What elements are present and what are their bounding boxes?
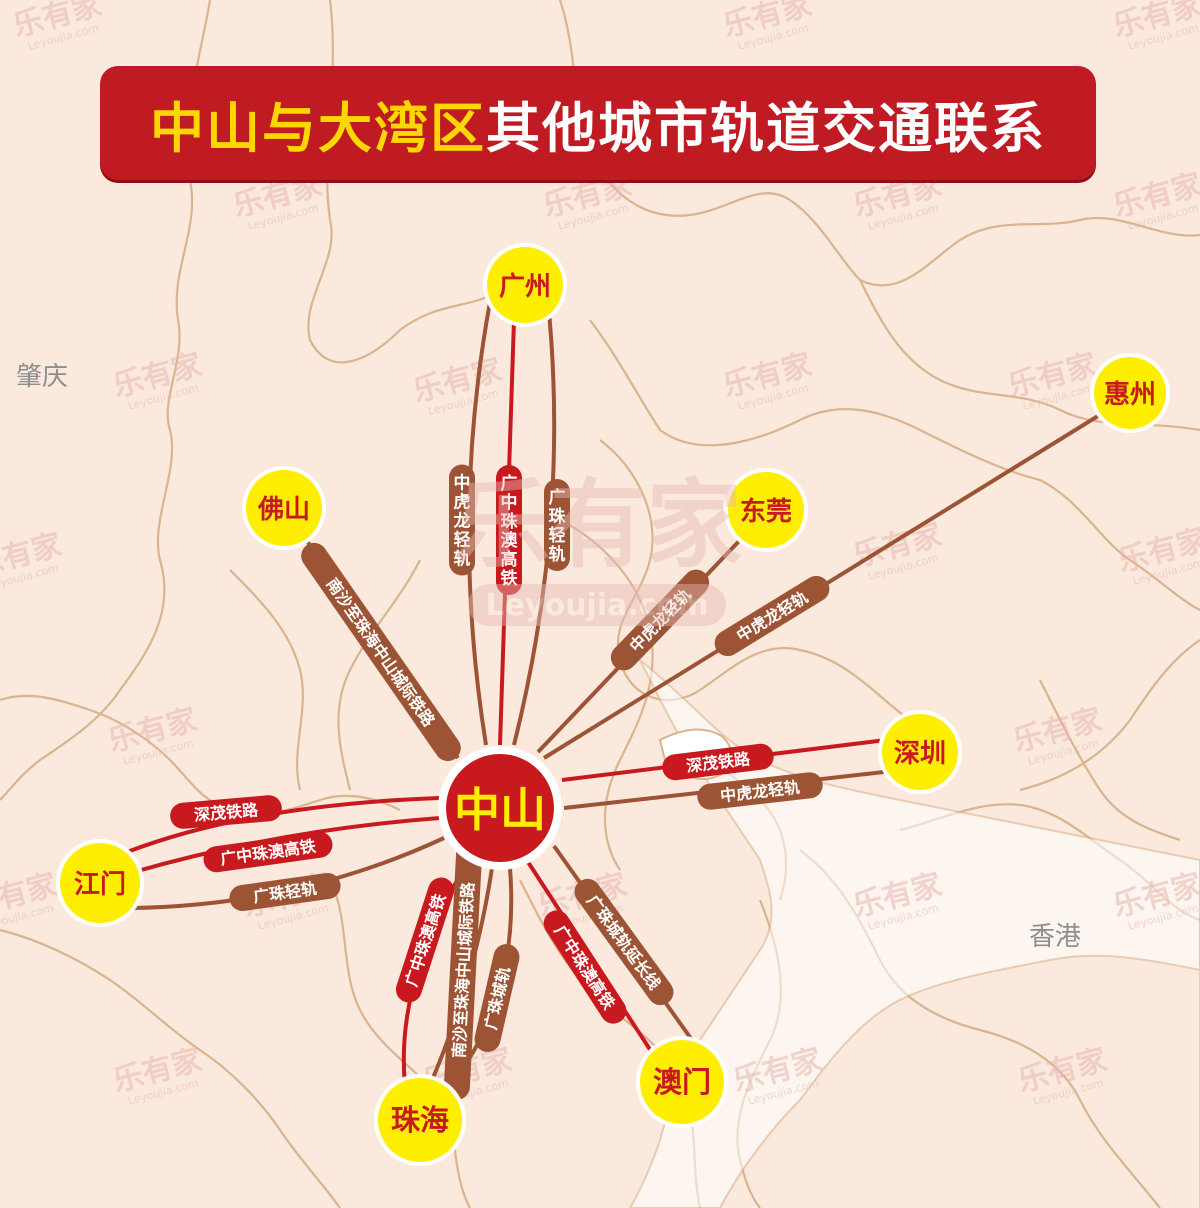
route-pill-fs-nansha — [301, 542, 461, 762]
route-text-gz-gzzagt: 广中珠澳高铁 — [501, 473, 519, 589]
city-node-zhuhai[interactable]: 珠海 — [374, 1074, 466, 1166]
city-circle-dongguan — [728, 472, 804, 548]
city-circle-zhuhai — [378, 1078, 462, 1162]
route-pill-gz-gzzagt — [496, 465, 522, 595]
city-circle-guangzhou — [487, 247, 563, 323]
city-label-foshan: 佛山 — [257, 495, 310, 525]
title-part2: 其他城市轨道交通联系 — [486, 96, 1046, 160]
city-node-huizhou[interactable]: 惠州 — [1090, 353, 1170, 433]
city-label-dongguan: 东莞 — [740, 496, 792, 527]
title-banner: 中山与大湾区其他城市轨道交通联系 — [100, 66, 1096, 180]
route-pill-zh-gzzagt — [395, 877, 455, 1003]
city-label-jiangmen: 江门 — [74, 870, 126, 900]
route-label-gz-zhonghu: 中虎龙轻轨 — [449, 464, 475, 576]
region-label-hongkong: 香港 — [1029, 922, 1081, 952]
city-circle-macau — [640, 1040, 724, 1124]
city-label-macau: 澳门 — [653, 1065, 711, 1099]
route-label-sz-shenmao: 深茂铁路 — [662, 743, 774, 781]
city-circle-huizhou — [1094, 357, 1166, 429]
route-pill-gz-zhonghu — [449, 464, 475, 576]
city-node-jiangmen[interactable]: 江门 — [56, 839, 144, 927]
zhongshan-circle — [446, 754, 554, 862]
route-pill-dg-zhonghu — [610, 569, 710, 671]
route-text-gz-gzqg: 广珠轻轨 — [549, 487, 567, 565]
watermark-main: 乐有家 — [454, 469, 742, 581]
city-node-foshan[interactable]: 佛山 — [242, 466, 326, 550]
city-node-dongguan[interactable]: 东莞 — [724, 468, 808, 552]
city-node-guangzhou[interactable]: 广州 — [483, 243, 567, 327]
city-node-macau[interactable]: 澳门 — [636, 1036, 728, 1128]
city-label-zhuhai: 珠海 — [391, 1103, 449, 1137]
route-label-sz-zhonghu: 中虎龙轻轨 — [697, 772, 823, 810]
city-label-shenzhen: 深圳 — [894, 739, 946, 769]
route-pill-mo-extension — [574, 878, 674, 1006]
route-label-jm-gzqg: 广珠轻轨 — [229, 873, 341, 911]
route-pill-gz-gzqg — [544, 479, 570, 571]
route-label-gz-gzqg: 广珠轻轨 — [544, 479, 570, 571]
route-pill-hz-zhonghu — [714, 575, 830, 657]
route-pill-mo-gzzagt — [543, 910, 627, 1024]
title-part1: 中山与大湾区 — [150, 96, 486, 160]
city-circle-foshan — [246, 470, 322, 546]
city-node-shenzhen[interactable]: 深圳 — [878, 710, 962, 794]
city-circle-shenzhen — [882, 714, 958, 790]
watermark-center: 乐有家 Leyoujia.com — [454, 469, 742, 626]
route-text-gz-zhonghu: 中虎龙轻轨 — [453, 473, 471, 570]
route-pill-zh-nansha — [443, 840, 483, 1100]
route-label-jm-shenmao: 深茂铁路 — [170, 795, 282, 829]
zhongshan-label: 中山 — [454, 783, 546, 837]
route-pill-sz-shenmao — [662, 743, 774, 781]
route-label-gz-gzzagt: 广中珠澳高铁 — [496, 465, 522, 595]
region-label-zhaoqing: 肇庆 — [16, 362, 68, 392]
route-pill-zh-gzcg — [474, 944, 520, 1052]
city-label-guangzhou: 广州 — [499, 272, 551, 302]
route-pill-jm-gzqg — [229, 873, 341, 911]
route-pill-jm-shenmao — [170, 795, 282, 829]
route-pill-jm-gzzagt — [203, 831, 333, 873]
city-circle-jiangmen — [60, 843, 140, 923]
zhongshan-node[interactable]: 中山 — [438, 746, 562, 870]
city-label-huizhou: 惠州 — [1104, 380, 1156, 410]
watermark-sub: Leyoujia.com — [486, 588, 709, 623]
route-pill-sz-zhonghu — [697, 772, 823, 810]
